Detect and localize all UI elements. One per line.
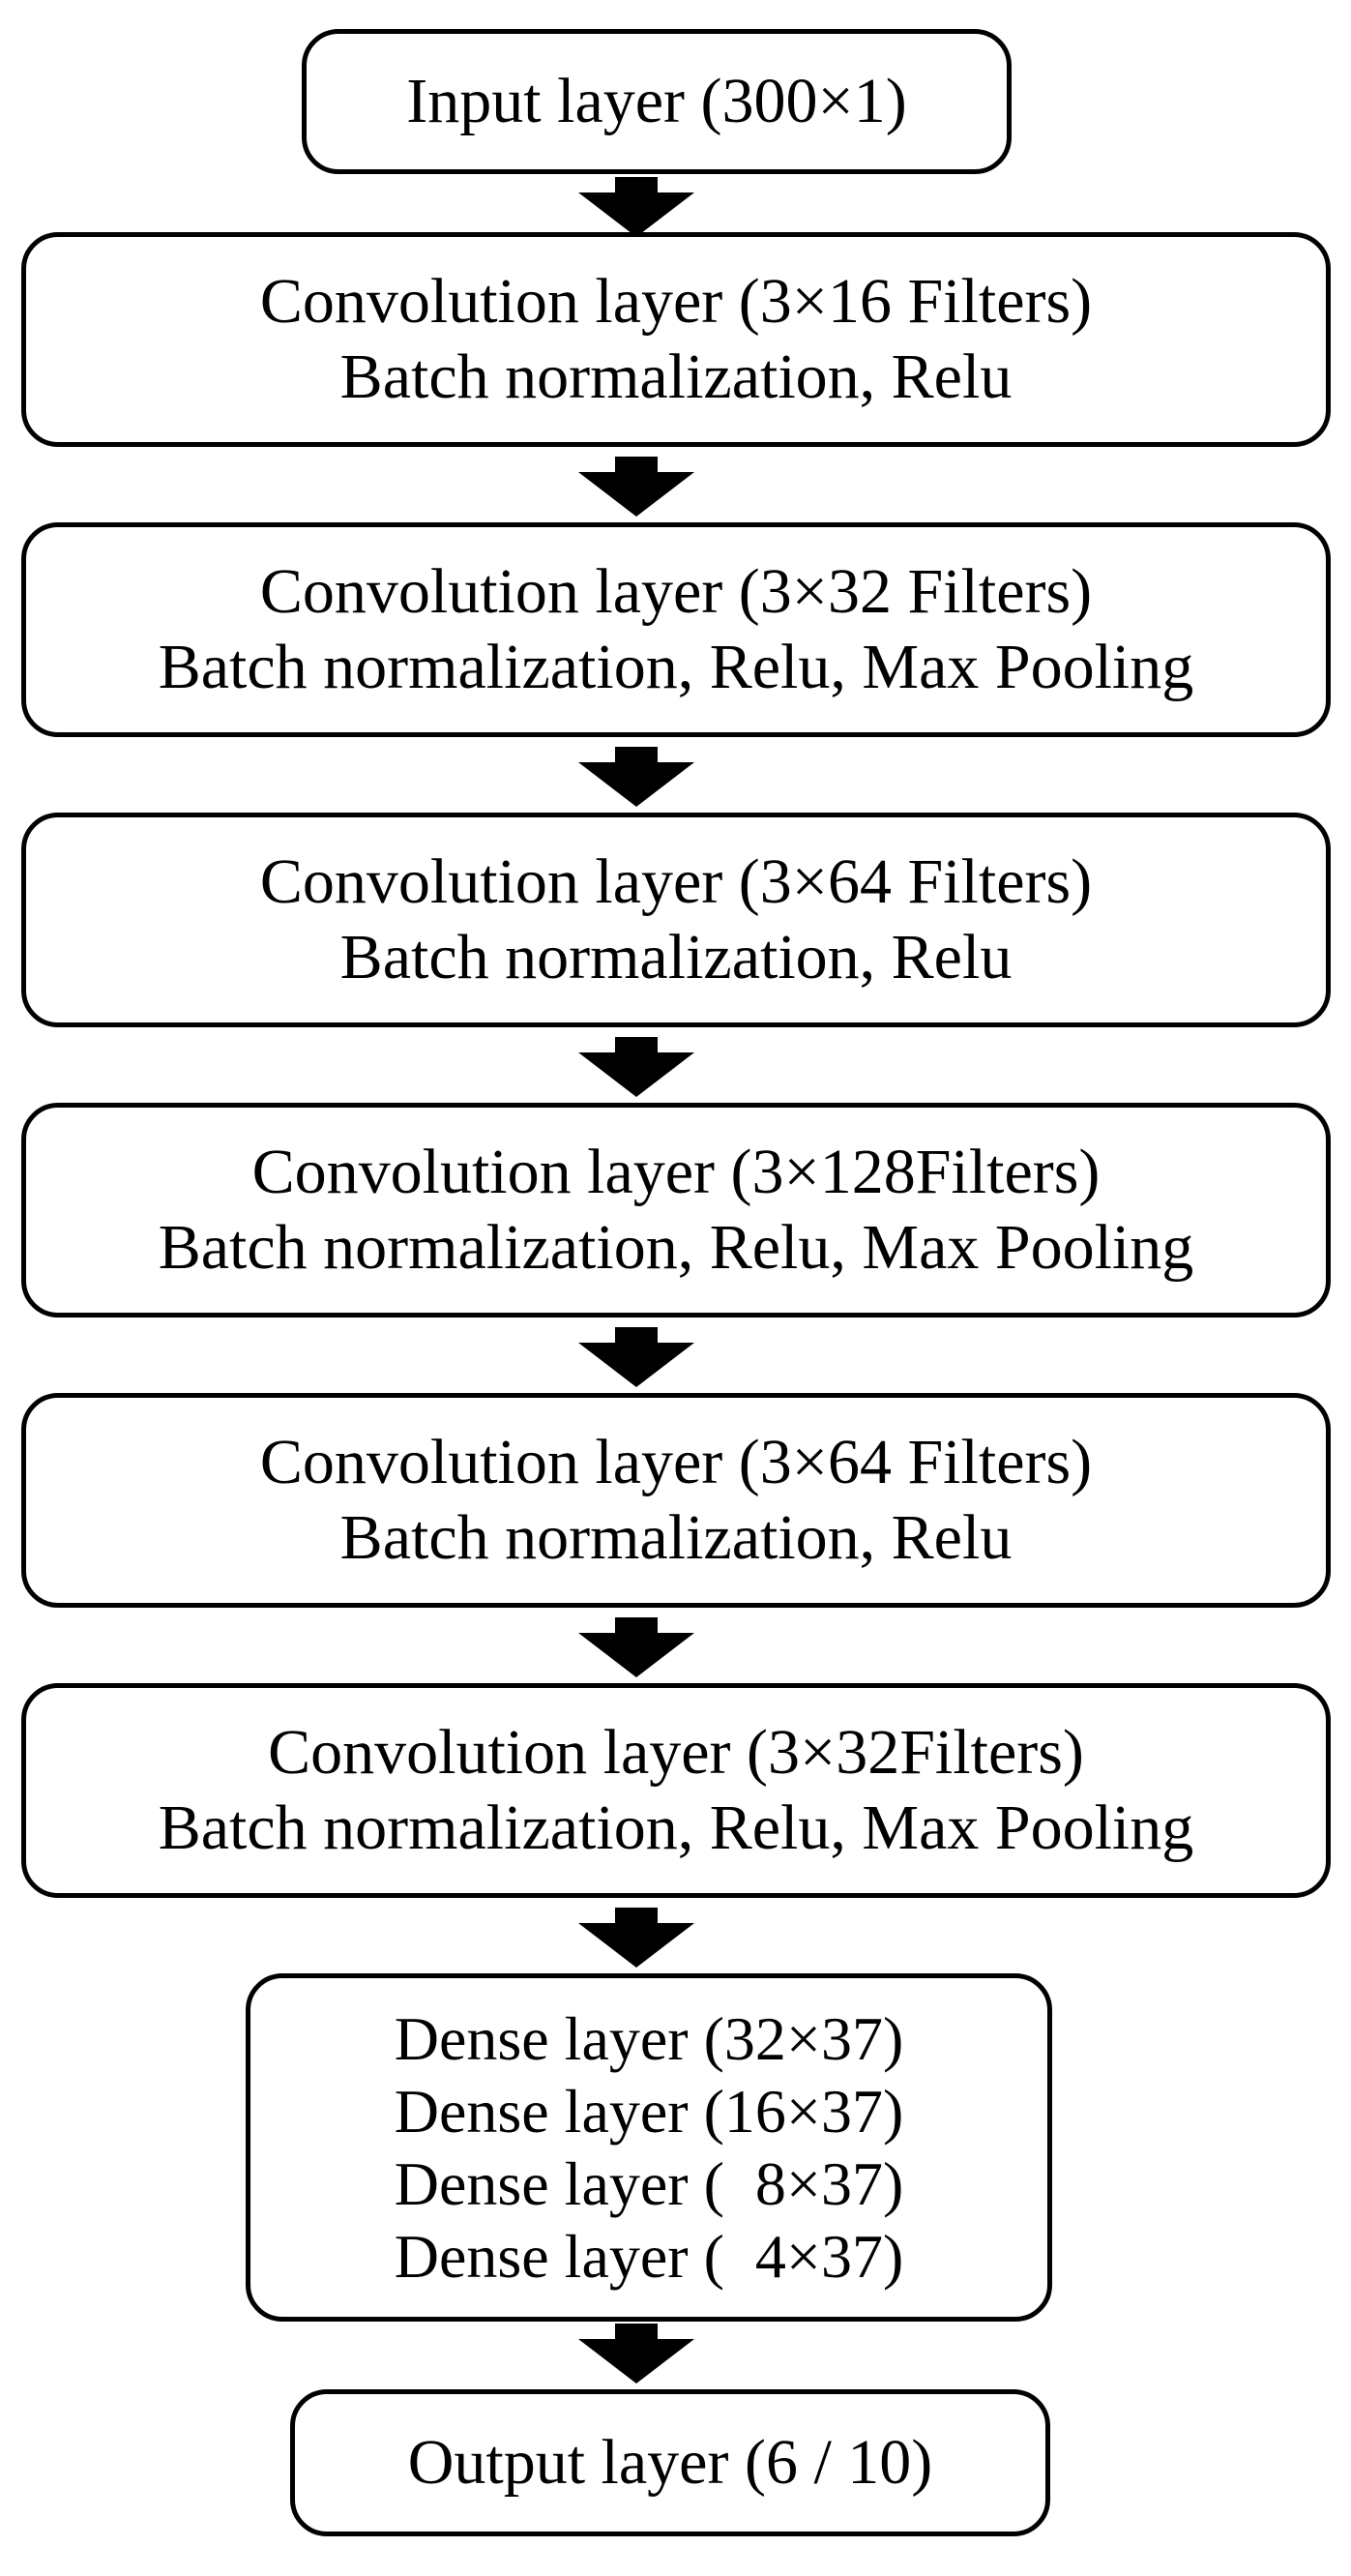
arrow-down-icon xyxy=(578,1908,694,1968)
arrow-down-icon xyxy=(578,2324,694,2384)
node-conv-layer-2: Convolution layer (3×32 Filters) Batch n… xyxy=(21,522,1331,737)
node-conv-layer-1-line-2: Batch normalization, Relu xyxy=(339,341,1013,412)
node-conv-layer-6-line-1: Convolution layer (3×32Filters) xyxy=(268,1717,1084,1788)
node-dense-layer-2: Dense layer (16×37) xyxy=(394,2077,904,2146)
node-conv-layer-3: Convolution layer (3×64 Filters) Batch n… xyxy=(21,813,1331,1027)
node-dense-layers: Dense layer (32×37) Dense layer (16×37) … xyxy=(246,1973,1052,2322)
node-input-layer-label: Input layer (300×1) xyxy=(406,66,907,136)
node-output-layer: Output layer (6 / 10) xyxy=(290,2389,1050,2536)
arrow-down-icon xyxy=(578,177,694,237)
node-conv-layer-2-line-2: Batch normalization, Relu, Max Pooling xyxy=(158,632,1194,702)
node-conv-layer-6-line-2: Batch normalization, Relu, Max Pooling xyxy=(158,1792,1194,1863)
arrow-down-icon xyxy=(578,1037,694,1097)
node-conv-layer-3-line-2: Batch normalization, Relu xyxy=(339,922,1013,992)
node-conv-layer-4: Convolution layer (3×128Filters) Batch n… xyxy=(21,1103,1331,1318)
node-conv-layer-2-line-1: Convolution layer (3×32 Filters) xyxy=(259,556,1093,627)
node-dense-layer-3: Dense layer ( 8×37) xyxy=(394,2149,904,2218)
node-conv-layer-5-line-2: Batch normalization, Relu xyxy=(339,1502,1013,1573)
node-conv-layer-3-line-1: Convolution layer (3×64 Filters) xyxy=(259,846,1093,917)
node-conv-layer-1-line-1: Convolution layer (3×16 Filters) xyxy=(259,266,1093,337)
node-dense-layer-1: Dense layer (32×37) xyxy=(394,2004,904,2073)
node-conv-layer-6: Convolution layer (3×32Filters) Batch no… xyxy=(21,1683,1331,1898)
node-conv-layer-4-line-2: Batch normalization, Relu, Max Pooling xyxy=(158,1212,1194,1283)
node-input-layer: Input layer (300×1) xyxy=(302,29,1012,174)
node-conv-layer-5: Convolution layer (3×64 Filters) Batch n… xyxy=(21,1393,1331,1608)
arrow-down-icon xyxy=(578,1327,694,1387)
arrow-down-icon xyxy=(578,1617,694,1677)
arrow-down-icon xyxy=(578,747,694,807)
node-conv-layer-1: Convolution layer (3×16 Filters) Batch n… xyxy=(21,232,1331,447)
node-conv-layer-4-line-1: Convolution layer (3×128Filters) xyxy=(251,1137,1101,1207)
node-conv-layer-5-line-1: Convolution layer (3×64 Filters) xyxy=(259,1427,1093,1497)
node-dense-layer-4: Dense layer ( 4×37) xyxy=(394,2222,904,2291)
arrow-down-icon xyxy=(578,457,694,517)
node-output-layer-label: Output layer (6 / 10) xyxy=(407,2427,933,2498)
